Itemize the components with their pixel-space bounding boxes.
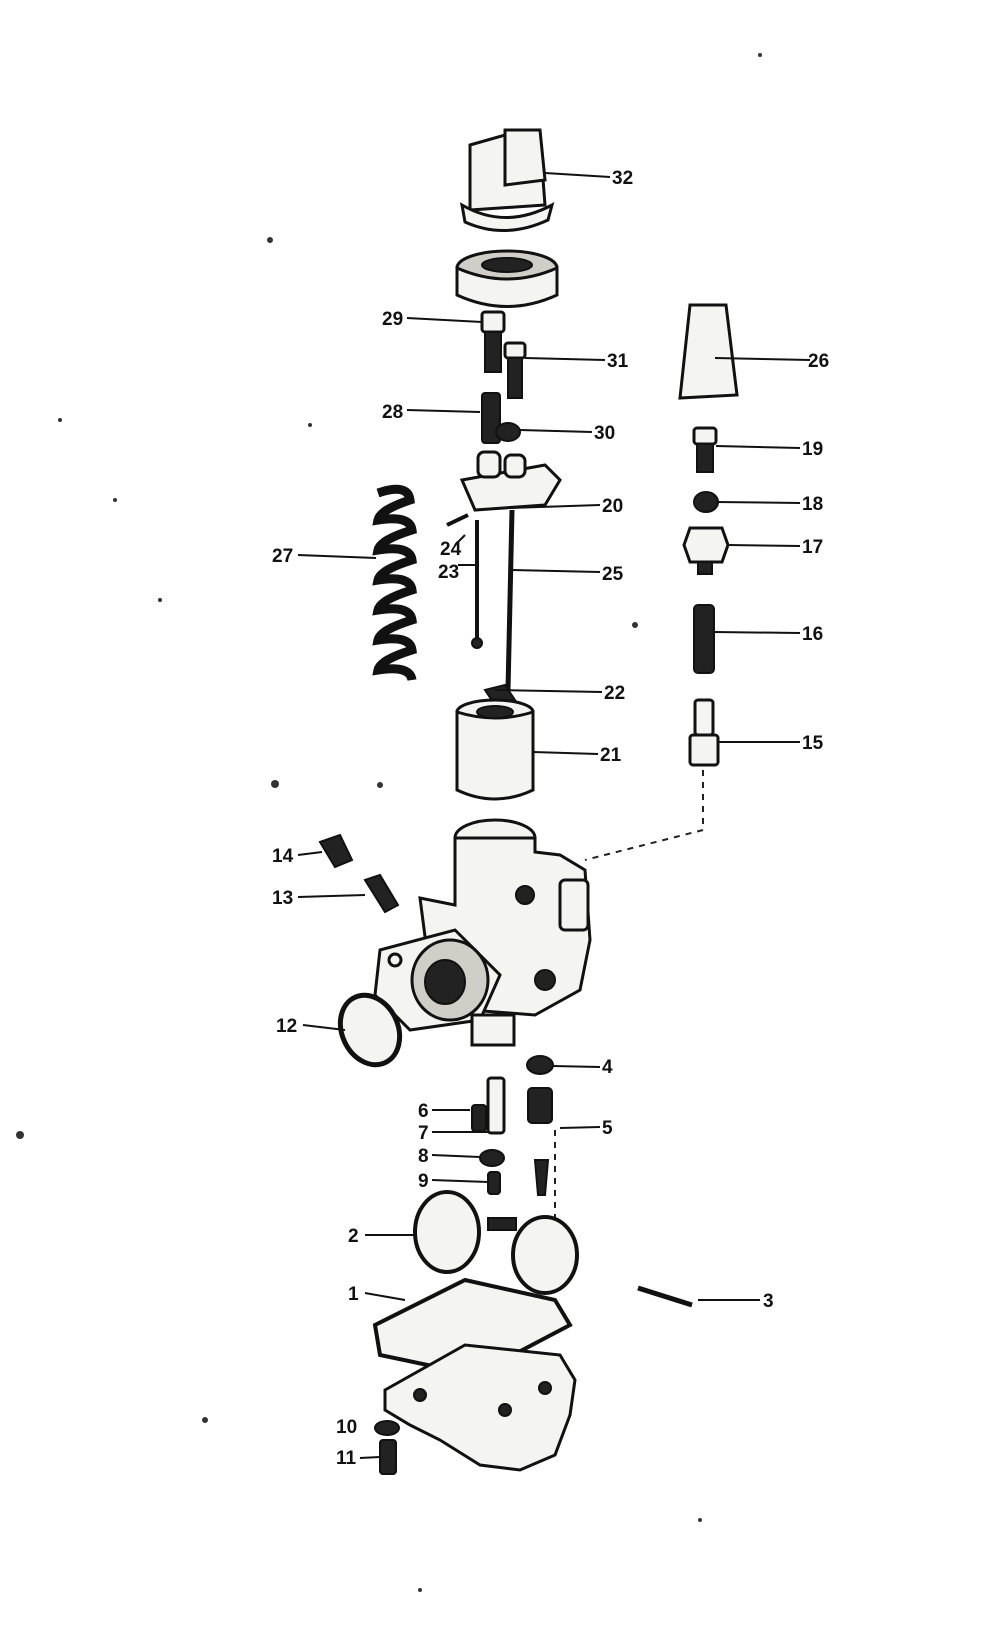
callout-29a: 29 [382,309,403,330]
callout-20: 20 [602,496,623,517]
part-29-adjust-screw [480,310,506,373]
part-16-plunger-spring [693,604,715,674]
part-24-clip [446,513,469,527]
part-31-screw [503,341,527,399]
part-15-starter-plunger [688,698,720,767]
carburetor-body [373,818,592,1047]
leader-lines [297,172,811,1459]
callout-25: 25 [602,564,624,585]
part-26-plate [459,450,562,512]
part-14-pilot-screw [318,833,354,869]
part-28-cap-boot [678,303,739,400]
part-32-top-cap [459,128,555,232]
chamber-top-ring [455,249,559,308]
callout-8: 8 [418,1146,429,1167]
callout-6: 6 [418,1101,429,1122]
part-19-adjuster [692,426,718,473]
callout-labels: 32 29 31 26 28 30 19 18 20 17 27 24 23 2… [272,168,829,1469]
part-8-washer [479,1149,505,1167]
callout-19: 19 [802,439,823,460]
callout-3: 3 [763,1291,774,1312]
callout-14: 14 [272,846,294,867]
part-10-drain-washer [374,1420,400,1436]
callout-21: 21 [600,745,622,766]
part-27-throttle-spring [372,484,417,682]
part-4-washer [526,1055,554,1075]
part-25-cable-rod [505,509,515,691]
callout-32: 32 [612,168,633,189]
callout-30: 30 [594,423,615,444]
callout-11: 11 [336,1448,357,1469]
part-5-needle-seat [527,1087,553,1196]
callout-16: 16 [802,624,823,645]
part-9-jet [487,1171,501,1195]
part-13-pilot-spring [363,873,400,914]
callout-7: 7 [418,1123,429,1144]
callout-10: 10 [336,1417,357,1438]
callout-15: 15 [802,733,824,754]
part-18-locknut [693,491,719,513]
callout-17: 17 [802,537,823,558]
callout-13: 13 [272,888,293,909]
part-1-bowl-gasket [372,1277,573,1378]
callout-5: 5 [602,1118,613,1139]
callout-24: 24 [440,539,462,560]
part-12-gasket-ring [337,992,403,1068]
part-2-float [413,1190,579,1295]
callout-27: 27 [272,546,293,567]
float-bowl [383,1343,577,1472]
callout-28: 28 [382,402,403,423]
callout-22: 22 [604,683,625,704]
part-6-7-jet-holder [471,1076,506,1135]
callout-4: 4 [602,1057,613,1078]
part-30-nut [495,422,521,442]
callout-23: 23 [438,562,459,583]
callout-12: 12 [276,1016,297,1037]
part-23-jet-needle [471,520,483,649]
part-17-plunger-nut [682,526,730,575]
part-21-throttle-slide [455,698,535,801]
plunger-guide-line [584,770,704,861]
callout-26a: 26 [808,351,829,372]
callout-9: 9 [418,1171,429,1192]
callout-1: 1 [348,1284,359,1305]
part-11-drain-plug [379,1439,397,1475]
part-3-float-pin [637,1285,693,1308]
callout-31: 31 [607,351,629,372]
scan-noise [16,53,762,1592]
callout-2: 2 [348,1226,359,1247]
callout-18: 18 [802,494,823,515]
